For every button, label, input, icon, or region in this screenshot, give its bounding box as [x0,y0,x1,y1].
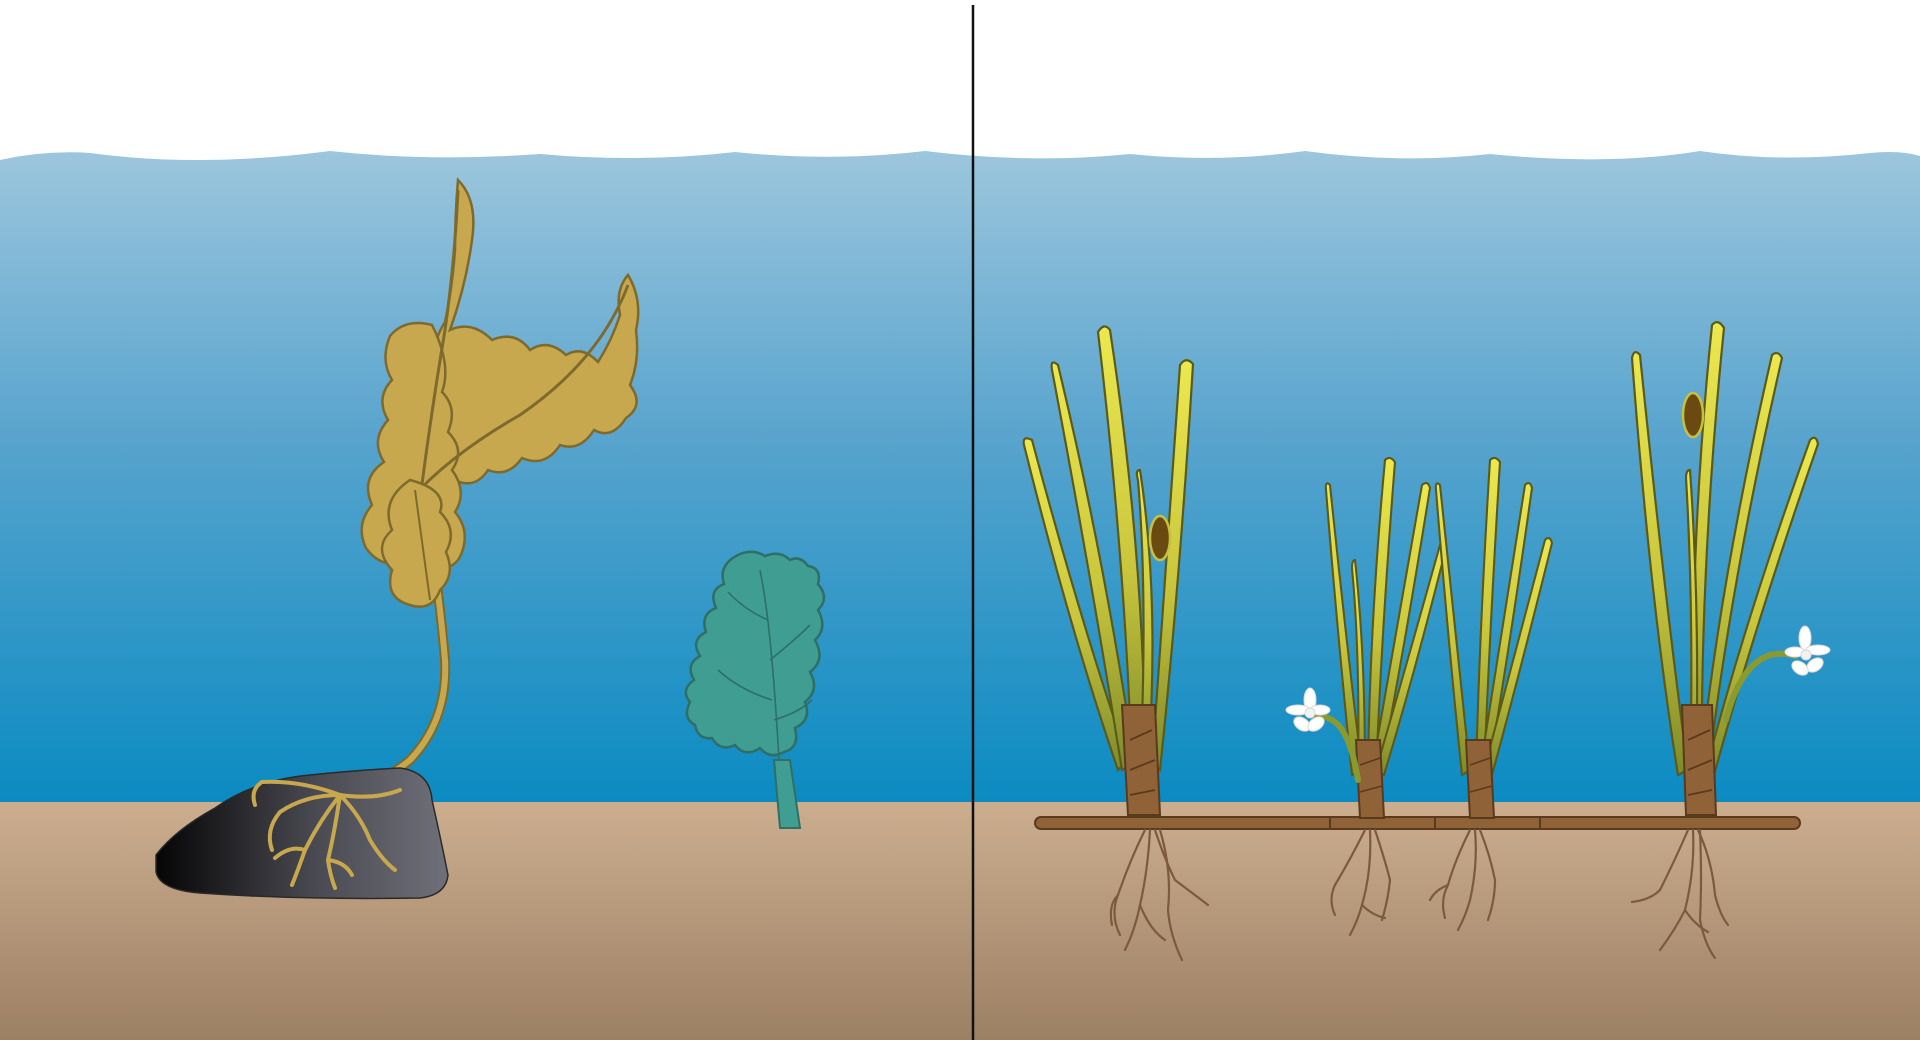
water [0,151,1920,805]
snail-icon [1150,516,1170,560]
rhizome [1035,817,1800,829]
sky [0,0,1920,160]
snail-icon [1683,393,1703,437]
